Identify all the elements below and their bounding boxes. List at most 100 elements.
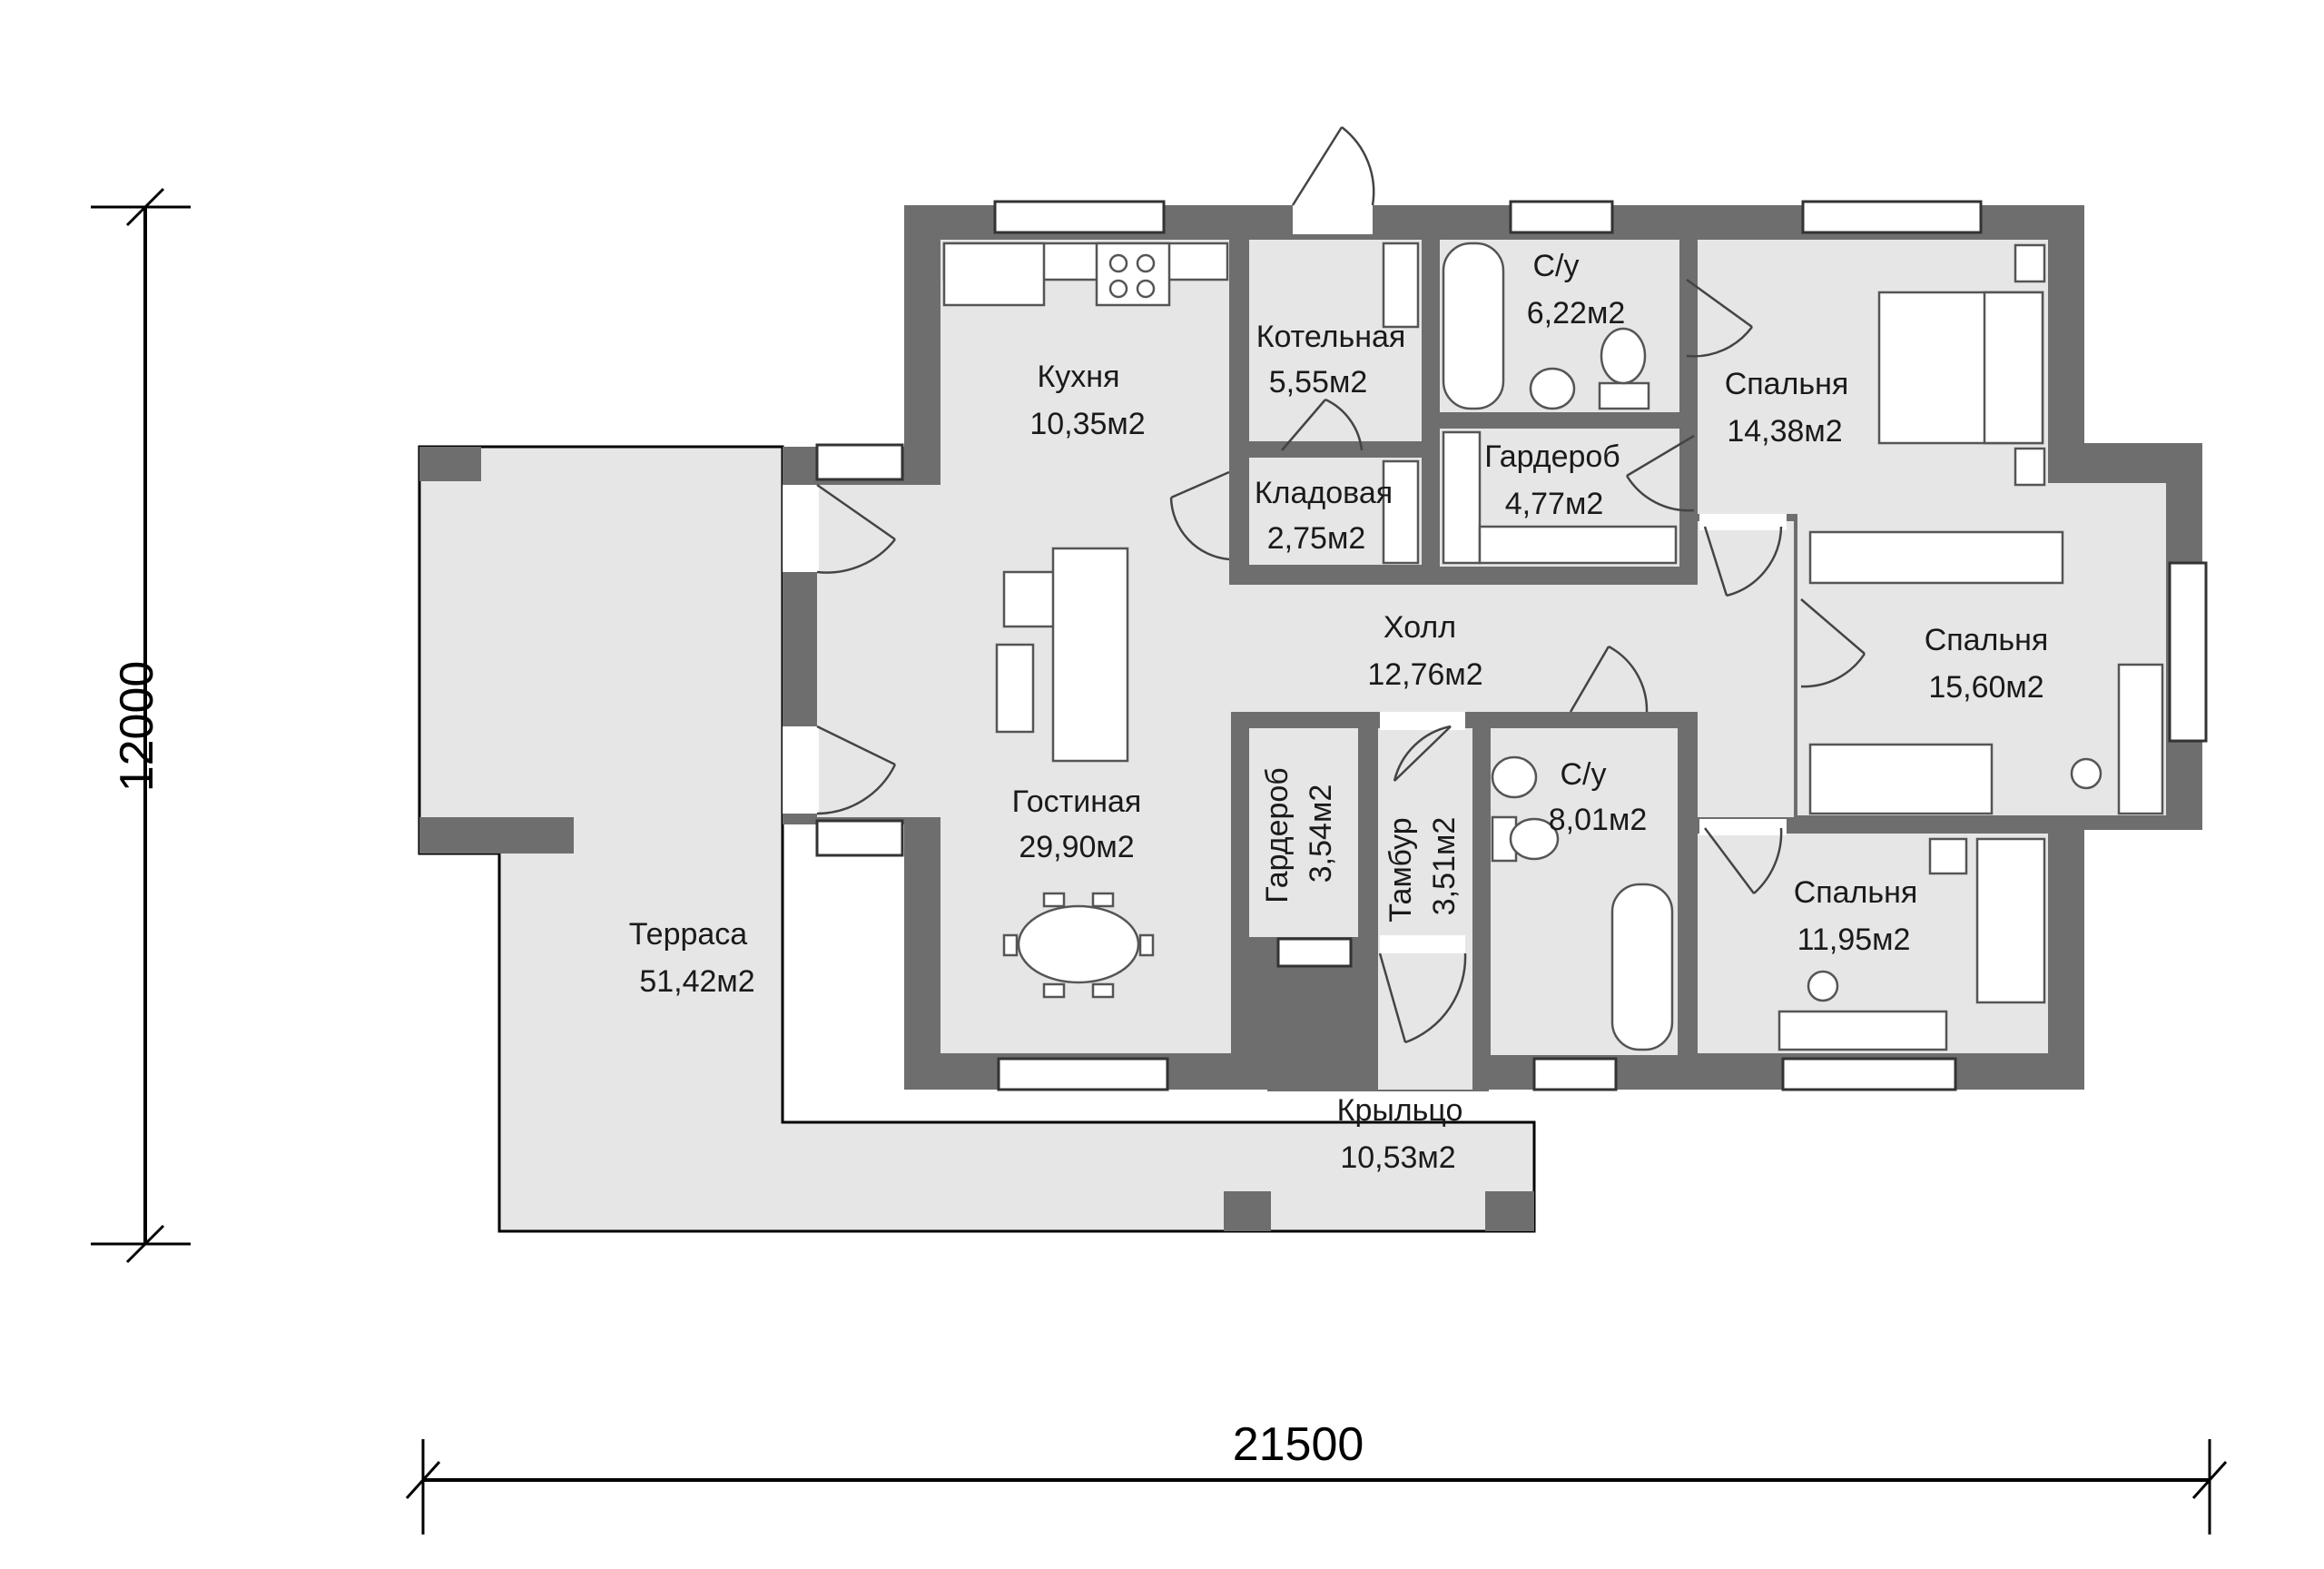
- room-name: С/у: [1533, 249, 1580, 283]
- bed-3: [1975, 837, 2046, 1004]
- wardrobe-rail-1: [1478, 525, 1678, 565]
- room-name: Гостиная: [1012, 784, 1142, 819]
- dimension-vertical: 12000: [91, 187, 191, 1264]
- dining-chair: [1042, 892, 1066, 908]
- window-living-top: [815, 443, 904, 481]
- room-area: 51,42м2: [639, 964, 754, 999]
- room-name: Гардероб: [1484, 439, 1620, 474]
- nightstand-1b: [2014, 447, 2046, 487]
- window-wardrobe2: [1276, 937, 1353, 968]
- window-living: [997, 1057, 1169, 1091]
- room-name: Крыльцо: [1337, 1093, 1463, 1128]
- window-bedroom1: [1801, 200, 1983, 234]
- room-area: 12,76м2: [1367, 657, 1482, 692]
- room-bath2: С/у 8,01м2: [1549, 757, 1647, 837]
- room-name: Кладовая: [1255, 476, 1393, 510]
- room-kitchen: Кухня 10,35м2: [1029, 360, 1145, 441]
- dimension-horizontal: 21500: [405, 1418, 2228, 1534]
- dining-chair: [1042, 982, 1066, 999]
- room-name: Гардероб: [1260, 767, 1295, 903]
- room-name: Кухня: [1038, 360, 1120, 394]
- room-area: 11,95м2: [1797, 923, 1911, 957]
- room-area: 10,35м2: [1029, 407, 1145, 441]
- nightstand-1a: [2014, 243, 2046, 283]
- washbasin-2: [1491, 755, 1538, 799]
- door-vestibule-inner: [1380, 712, 1465, 782]
- boiler-unit: [1382, 242, 1420, 329]
- room-area: 3,54м2: [1304, 784, 1338, 883]
- door-bedroom2: [1800, 598, 1866, 688]
- chair-bedroom3: [1807, 970, 1839, 1002]
- room-area: 10,53м2: [1340, 1140, 1455, 1175]
- window-living-bottom: [815, 819, 904, 857]
- dining-table: [1017, 904, 1140, 984]
- tv-stand: [995, 643, 1035, 734]
- room-labels: Кухня 10,35м2 Котельная 5,55м2 С/у 6,22м…: [629, 249, 2049, 1175]
- terrace-area: [418, 445, 1536, 1233]
- door-wardrobe1: [1625, 434, 1695, 512]
- window-bedroom3: [1781, 1057, 1957, 1091]
- wardrobe-bedroom2: [1808, 530, 2064, 585]
- room-vestibule: Тамбур 3,51м2: [1384, 817, 1462, 923]
- door-pantry: [1169, 470, 1230, 561]
- door-terrace-bottom: [783, 725, 897, 815]
- door-vestibule-porch: [1378, 935, 1467, 1044]
- dimension-width-label: 21500: [1233, 1418, 1364, 1471]
- dimension-height-label: 12000: [111, 661, 163, 793]
- room-area: 4,77м2: [1505, 487, 1603, 521]
- wardrobe-shelf-1: [1442, 430, 1482, 565]
- window-kitchen: [993, 200, 1166, 234]
- kitchen-sink: [942, 242, 1046, 307]
- window-bedroom2: [2168, 561, 2208, 743]
- room-wardrobe1: Гардероб 4,77м2: [1484, 439, 1620, 521]
- door-terrace-top: [783, 483, 896, 574]
- room-area: 6,22м2: [1527, 296, 1625, 331]
- door-bedroom3: [1699, 819, 1787, 894]
- room-name: Терраса: [629, 917, 747, 952]
- room-hall: Холл 12,76м2: [1367, 610, 1482, 692]
- room-terrace: Терраса 51,42м2: [629, 917, 755, 999]
- dining-chair: [1002, 933, 1019, 957]
- room-area: 15,60м2: [1928, 670, 2043, 705]
- room-bedroom1: Спальня 14,38м2: [1725, 367, 1849, 449]
- desk-bedroom2: [2117, 663, 2164, 815]
- room-area: 14,38м2: [1727, 414, 1842, 449]
- room-area: 2,75м2: [1267, 521, 1365, 556]
- window-bath2: [1532, 1057, 1618, 1091]
- windows: [815, 200, 2208, 1091]
- door-bedroom1: [1699, 514, 1787, 597]
- window-bath1: [1509, 200, 1614, 234]
- washbasin-1: [1529, 367, 1576, 410]
- room-name: Котельная: [1256, 320, 1406, 354]
- kitchen-stove: [1095, 242, 1171, 307]
- room-porch: Крыльцо 10,53м2: [1337, 1093, 1463, 1175]
- pantry-shelf: [1382, 459, 1420, 565]
- door-bath1: [1686, 278, 1754, 358]
- walls: [783, 205, 2202, 1091]
- door-boiler-exterior: [1291, 126, 1375, 234]
- dining-chair: [1138, 933, 1155, 957]
- toilet-1: [1600, 327, 1647, 385]
- room-wardrobe2: Гардероб 3,54м2: [1260, 767, 1338, 903]
- room-name: С/у: [1561, 757, 1607, 792]
- door-bath2: [1569, 645, 1649, 713]
- room-area: 3,51м2: [1427, 817, 1462, 915]
- room-name: Тамбур: [1384, 817, 1418, 922]
- dining-chair: [1091, 892, 1115, 908]
- room-living: Гостиная 29,90м2: [1012, 784, 1142, 864]
- room-area: 8,01м2: [1549, 803, 1647, 837]
- room-bedroom3: Спальня 11,95м2: [1794, 875, 1918, 957]
- doors: [783, 126, 1866, 1044]
- room-area: 29,90м2: [1019, 830, 1134, 864]
- room-pantry: Кладовая 2,75м2: [1255, 476, 1393, 556]
- bed-1-pillows: [1983, 291, 2044, 445]
- door-boiler-inner: [1281, 398, 1364, 451]
- sofa: [1051, 547, 1129, 763]
- room-name: Холл: [1384, 610, 1456, 645]
- bathtub-2: [1610, 883, 1674, 1051]
- room-bath1: С/у 6,22м2: [1527, 249, 1625, 331]
- room-name: Спальня: [1794, 875, 1918, 910]
- bathtub-1: [1442, 242, 1505, 410]
- furniture: [942, 242, 2164, 1051]
